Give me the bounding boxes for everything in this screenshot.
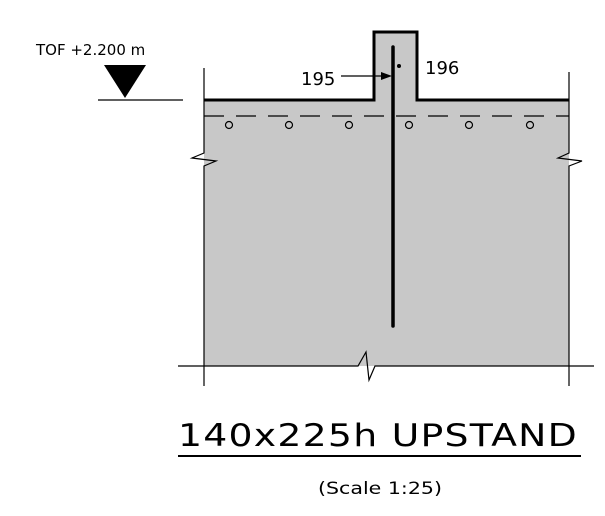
concrete-section [204, 32, 569, 366]
right-edge-break [555, 72, 583, 386]
level-triangle-icon [104, 65, 146, 98]
mesh-bar [344, 120, 354, 130]
bottom-edge-break [178, 350, 594, 383]
mesh-bar [404, 120, 414, 130]
mesh-bar [224, 120, 234, 130]
drawing-title: 140x225h UPSTAND [178, 418, 578, 454]
mesh-bar [464, 120, 474, 130]
level-label: TOF +2.200 m [35, 41, 145, 59]
level-marker: TOF +2.200 m [35, 41, 183, 101]
mesh-bar [284, 120, 294, 130]
scale-note: (Scale 1:25) [318, 479, 442, 499]
mesh-bars [224, 120, 535, 130]
bar-196-dot [397, 64, 401, 68]
callout-195: 195 [301, 69, 335, 90]
mesh-bar [525, 120, 535, 130]
callout-196: 196 [425, 58, 459, 79]
left-edge-break [189, 68, 219, 386]
slab-top-outline [204, 30, 569, 102]
leader-195-arrowhead [381, 72, 392, 80]
